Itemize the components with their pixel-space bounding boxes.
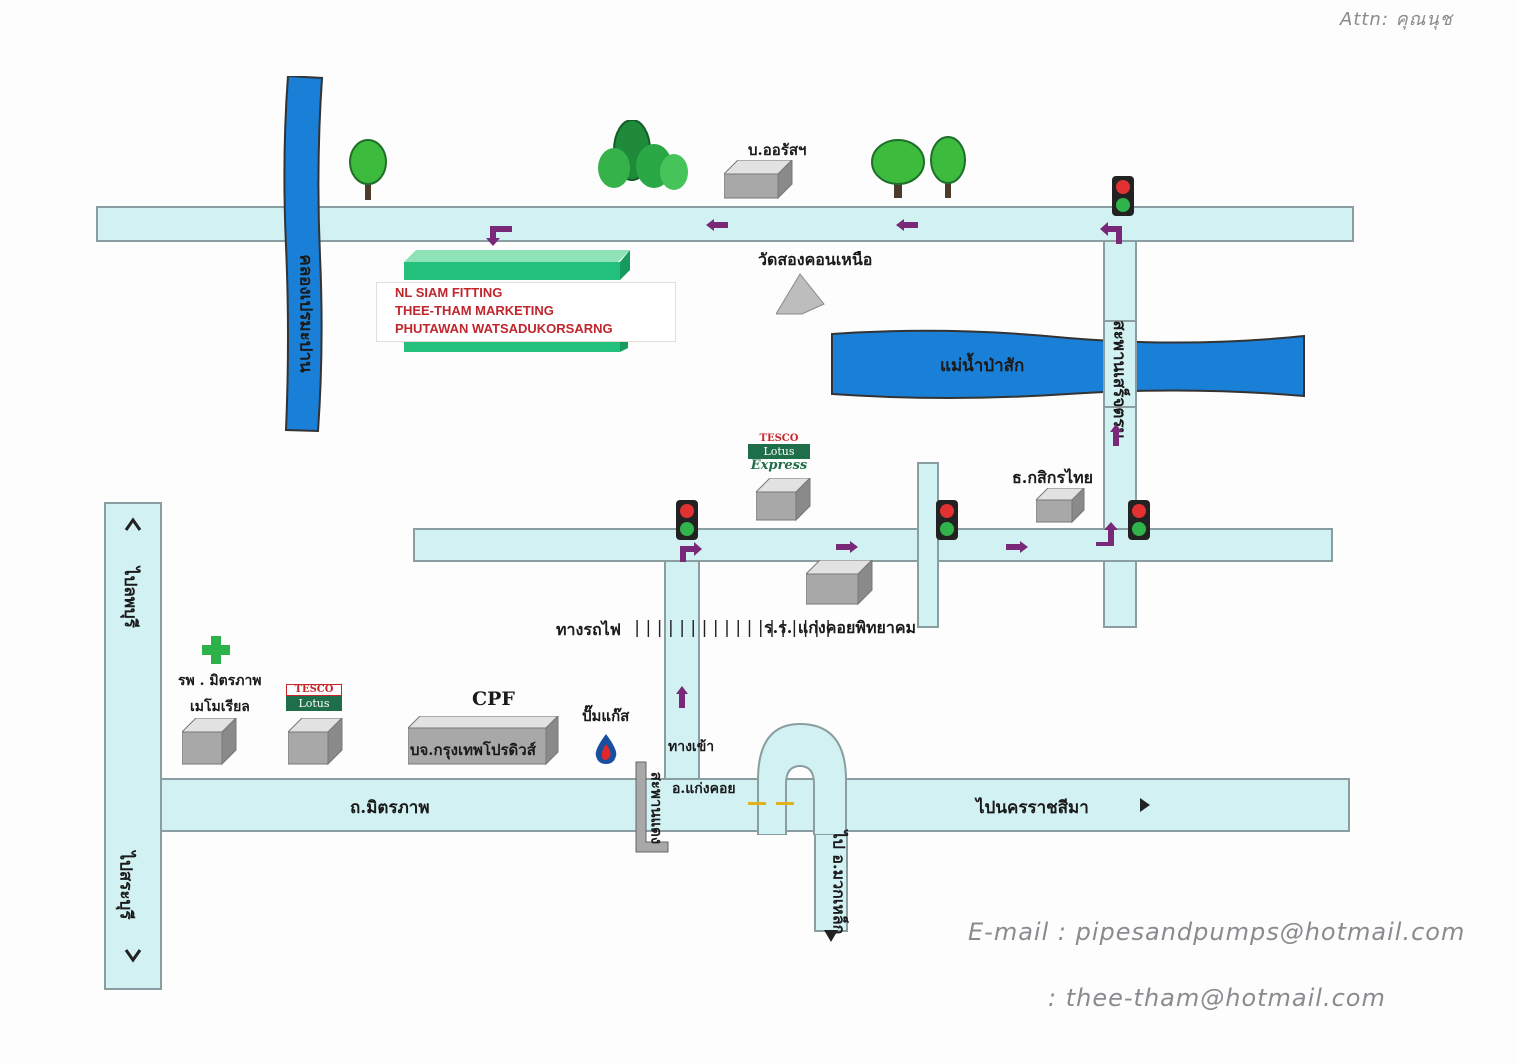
kasikorn-building <box>1034 486 1086 528</box>
school-building <box>804 558 874 610</box>
red-bridge <box>632 760 670 854</box>
railway-track: |||||||||||||||||| <box>632 618 835 638</box>
ora-building <box>722 158 794 204</box>
bridge-top-label: สะพานเสร็จตรม <box>1108 320 1129 439</box>
kaeng-khoi-label: อ.แก่งคอย <box>672 781 736 797</box>
corner-note: Attn: คุณนุช <box>1340 9 1453 30</box>
road-marking <box>748 802 794 805</box>
hospital-building <box>180 716 238 770</box>
canal <box>280 74 330 434</box>
tesco-express-line3: Express <box>750 458 808 473</box>
u-turn <box>750 720 850 836</box>
cpf-building <box>406 714 560 770</box>
to-nakhon-label: ไปนครราชสีมา <box>976 798 1089 818</box>
middle-road <box>413 528 1333 562</box>
email-line-1: E-mail : pipesandpumps@hotmail.com <box>968 918 1466 946</box>
tree-icon <box>346 138 390 206</box>
temple-icon <box>775 272 826 320</box>
cross-street <box>917 462 939 628</box>
ora-company-label: บ.ออรัสฯ <box>748 141 807 159</box>
left-road <box>104 502 162 990</box>
company-name-2: THEE-THAM MARKETING <box>395 303 554 318</box>
hospital-label-1: รพ . มิตรภาพ <box>178 673 262 689</box>
railway-label: ทางรถไฟ <box>556 620 621 639</box>
arrow-up-direction-icon <box>124 516 142 535</box>
arrow-down-direction-icon <box>822 928 840 948</box>
river <box>828 328 1308 400</box>
traffic-light-icon <box>936 500 958 540</box>
to-saraburi-label: ไปสระบุรี <box>115 851 136 920</box>
hospital-label-2: เมโมเรียล <box>190 699 250 715</box>
bridge <box>1103 320 1137 408</box>
arrow-left-icon <box>706 216 728 235</box>
tesco-express-building <box>754 476 812 526</box>
kasikorn-label: ธ.กสิกรไทย <box>1012 468 1094 487</box>
entrance-label: ทางเข้า <box>668 739 715 755</box>
tesco-lotus-logo: TESCO Lotus <box>286 684 342 711</box>
cpf-company-label: บจ.กรุงเทพโปรดิวส์ <box>410 741 536 759</box>
arrow-down-direction-icon <box>124 948 142 967</box>
temple-label: วัดสองคอนเหนือ <box>758 250 873 269</box>
tesco-line1: TESCO <box>286 684 342 696</box>
mittraphap-road-label: ถ.มิตรภาพ <box>350 798 430 818</box>
company-name-1: NL SIAM FITTING <box>395 285 503 300</box>
tree-icon <box>870 138 926 204</box>
email-line-2: : thee-tham@hotmail.com <box>1048 984 1386 1012</box>
company-name-3: PHUTAWAN WATSADUKORSARNG <box>395 321 613 336</box>
arrow-turn-up-icon <box>1094 520 1122 550</box>
river-label: แม่น้ำป่าสัก <box>940 356 1025 376</box>
canal-label: คลองเปรมะปาน <box>295 254 316 373</box>
arrow-right-direction-icon <box>1138 796 1154 818</box>
bridge-road <box>1103 240 1137 628</box>
gas-station-label: ปั๊มแก๊ส <box>582 707 630 725</box>
arrow-left-icon <box>896 216 918 235</box>
arrow-right-icon <box>836 538 858 557</box>
to-lopburi-label: ไปลพบุรี <box>119 567 140 628</box>
tree-icon <box>926 134 970 204</box>
tesco-express-line2: Lotus <box>748 444 810 459</box>
to-muak-lek-label: ไป อ.มวกเหล็ก <box>829 830 849 935</box>
tesco-building <box>286 716 344 770</box>
muak-lek-road <box>814 832 848 932</box>
arrow-up-icon <box>676 686 688 712</box>
traffic-light-icon <box>676 500 698 540</box>
company-nameplate: NL SIAM FITTING THEE-THAM MARKETING PHUT… <box>376 282 676 342</box>
tesco-line2: Lotus <box>286 696 342 711</box>
gas-drop-icon <box>592 732 620 770</box>
traffic-light-icon <box>1112 176 1134 216</box>
traffic-light-icon <box>1128 500 1150 540</box>
arrow-right-icon <box>1006 538 1028 557</box>
tesco-express-line1: TESCO <box>759 433 799 444</box>
arrow-up-icon <box>1110 424 1122 450</box>
tesco-express-logo: TESCO Lotus Express <box>748 434 810 472</box>
arrow-turn-left-icon <box>1098 222 1128 250</box>
arrow-turn-down-icon <box>484 224 514 252</box>
arrow-turn-right-icon <box>676 540 706 568</box>
bridge-bottom-label: สะพานแดง <box>647 771 666 845</box>
mittraphap-road <box>160 778 1350 832</box>
school-label: ร.ร. แก่งคอยพิทยาคม <box>764 618 917 637</box>
cpf-label: CPF <box>472 688 515 710</box>
forest-icon <box>594 119 690 196</box>
hospital-cross-icon <box>200 634 232 670</box>
